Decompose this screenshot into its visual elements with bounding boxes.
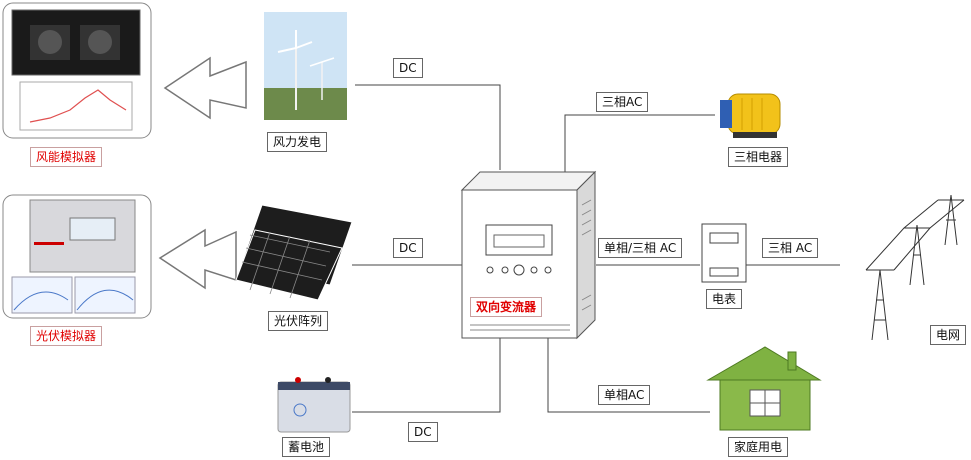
- battery-icon: [277, 377, 351, 433]
- ac-single-home-label: 单相AC: [598, 385, 651, 405]
- pv-arrow-icon: [158, 228, 237, 290]
- pv-array-label: 光伏阵列: [268, 311, 329, 331]
- wind-dc-line: [355, 84, 501, 170]
- power-tower-icon: [865, 194, 965, 341]
- house-icon: [706, 346, 822, 431]
- wind-turbine-icon: [264, 12, 347, 120]
- wind-power-label: 风力发电: [267, 132, 328, 152]
- three-phase-ac-line: [564, 114, 715, 178]
- solar-panel-icon: [235, 204, 353, 301]
- dc-wind-label: DC: [393, 58, 423, 78]
- ac-three-grid-label: 三相 AC: [762, 238, 819, 258]
- meter-label: 电表: [706, 289, 743, 309]
- ac-single-three-label: 单相/三相 AC: [598, 238, 683, 258]
- pv-simulator-panel: [2, 194, 152, 319]
- connection-lines: [352, 84, 840, 413]
- wind-arrow-icon: [163, 56, 247, 120]
- three-phase-device-label: 三相电器: [728, 147, 789, 167]
- converter-label: 双向变流器: [470, 297, 543, 317]
- pv-simulator-label: 光伏模拟器: [30, 326, 103, 346]
- battery-label: 蓄电池: [282, 437, 331, 457]
- wind-simulator-panel: [2, 2, 152, 139]
- grid-label: 电网: [930, 325, 967, 345]
- wind-simulator-label: 风能模拟器: [30, 147, 103, 167]
- household-label: 家庭用电: [728, 437, 789, 457]
- ac-three-phase-label: 三相AC: [596, 92, 649, 112]
- dc-pv-label: DC: [393, 238, 423, 258]
- meter-icon: [701, 223, 747, 283]
- battery-dc-line: [352, 338, 501, 413]
- three-phase-motor-icon: [720, 93, 781, 138]
- home-ac-line: [547, 338, 710, 413]
- dc-battery-label: DC: [408, 422, 438, 442]
